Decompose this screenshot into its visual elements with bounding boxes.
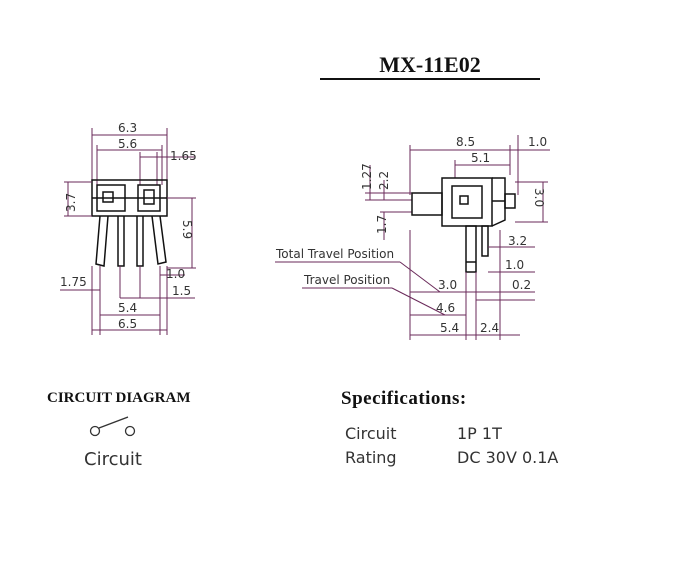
dim-4-6: 4.6 <box>436 301 455 315</box>
dim-1-65: 1.65 <box>170 149 197 163</box>
dim-1-0-front: 1.0 <box>166 267 185 281</box>
dim-8-5: 8.5 <box>456 135 475 149</box>
circuit-diagram-title: CIRCUIT DIAGRAM <box>47 390 191 406</box>
dim-5-6: 5.6 <box>118 137 137 151</box>
dim-3-7: 3.7 <box>64 193 78 212</box>
dim-1-0-side-top: 1.0 <box>528 135 547 149</box>
circuit-label: Circuit <box>84 449 142 470</box>
spec-circuit-name: Circuit <box>345 424 397 443</box>
dim-1-7: 1.7 <box>375 215 389 234</box>
dim-5-1: 5.1 <box>471 151 490 165</box>
dim-3-0-horizontal: 3.0 <box>438 278 457 292</box>
travel-position-label: Travel Position <box>303 273 390 287</box>
dim-5-4-front: 5.4 <box>118 301 137 315</box>
dim-5-9: 5.9 <box>180 220 194 239</box>
drawing-title: MX-11E02 <box>320 52 540 80</box>
side-view: 8.5 1.0 5.1 1.27 2.2 1.7 3.0 3.2 1.0 <box>275 135 550 340</box>
dim-6-3: 6.3 <box>118 121 137 135</box>
total-travel-position-label: Total Travel Position <box>275 247 394 261</box>
specifications-title: Specifications: <box>341 388 467 409</box>
dim-2-4: 2.4 <box>480 321 499 335</box>
dim-3-2: 3.2 <box>508 234 527 248</box>
spec-circuit-value: 1P 1T <box>457 424 502 443</box>
dim-6-5: 6.5 <box>118 317 137 331</box>
spec-rating-name: Rating <box>345 448 397 467</box>
dim-5-4-side: 5.4 <box>440 321 459 335</box>
switch-symbol-icon <box>89 416 136 437</box>
dim-0-2: 0.2 <box>512 278 531 292</box>
front-view: 6.3 5.6 1.65 3.7 5.9 <box>60 121 197 335</box>
dim-1-27: 1.27 <box>360 163 374 190</box>
dim-2-2: 2.2 <box>377 171 391 190</box>
dim-1-5: 1.5 <box>172 284 191 298</box>
dim-1-75: 1.75 <box>60 275 87 289</box>
dim-1-0-side: 1.0 <box>505 258 524 272</box>
dim-3-0-vertical: 3.0 <box>532 188 546 207</box>
spec-rating-value: DC 30V 0.1A <box>457 448 559 467</box>
